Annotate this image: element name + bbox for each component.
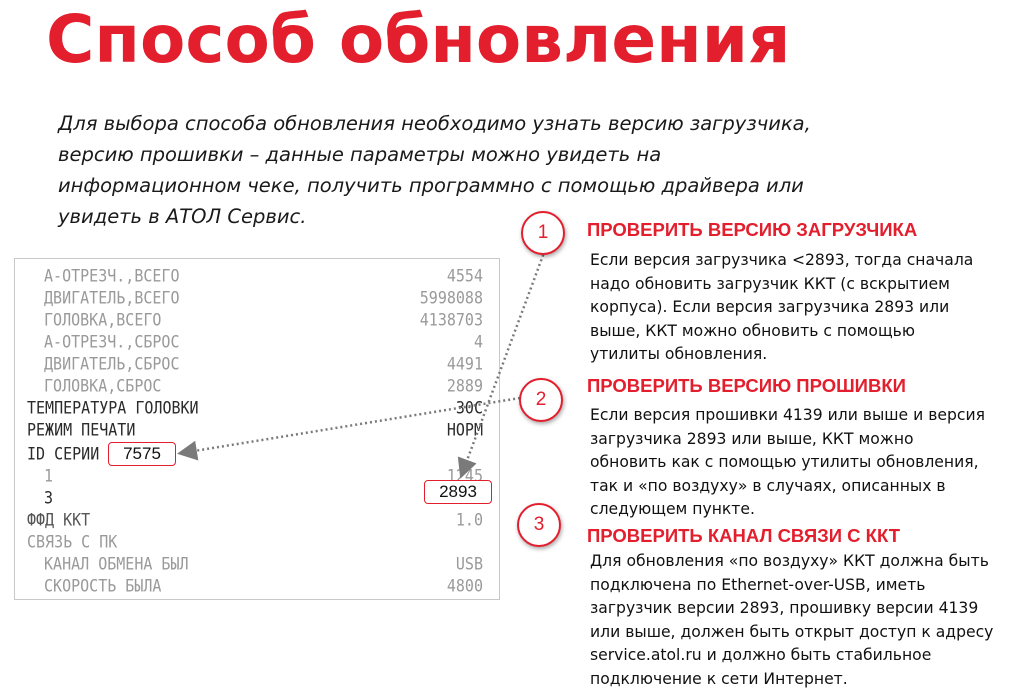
receipt-row-label: ТЕМПЕРАТУРА ГОЛОВКИ: [27, 397, 199, 419]
intro-line: информационном чеке, получить программно…: [58, 174, 804, 197]
receipt-row: ID СЕРИИ: [15, 442, 499, 467]
receipt-row: ГОЛОВКА,СБРОС 2889: [15, 374, 499, 399]
section-2-body: Если версия прошивки 4139 или выше и вер…: [590, 404, 985, 522]
step-1-badge: 1: [521, 211, 565, 255]
receipt-row-value: 5998088: [419, 287, 483, 309]
receipt-row-value: 30С: [455, 397, 483, 419]
section-line: или выше, должен быть открыт доступ к ад…: [590, 622, 994, 641]
step-3-badge: 3: [517, 503, 561, 547]
section-line: следующем пункте.: [590, 500, 755, 518]
section-line: подключение к сети Интернет.: [590, 669, 848, 688]
receipt-row-label: ГОЛОВКА,ВСЕГО: [35, 309, 162, 331]
receipt-row-value: 1.0: [455, 509, 483, 531]
receipt-row: СКОРОСТЬ БЫЛА 4800: [15, 574, 499, 599]
receipt-row-value: 4138703: [419, 309, 483, 331]
receipt-row: ГОЛОВКА,ВСЕГО 4138703: [15, 308, 499, 333]
section-1-title: ПРОВЕРИТЬ ВЕРСИЮ ЗАГРУЗЧИКА: [587, 219, 918, 240]
series-id-highlight: 7575: [108, 442, 176, 466]
receipt-row-label: 3: [35, 487, 54, 509]
step-2-badge: 2: [519, 378, 563, 422]
section-line: утилиты обновления.: [590, 345, 768, 363]
page-title: Способ обновления: [46, 1, 791, 78]
receipt-row-label: ФФД ККТ: [27, 509, 91, 531]
receipt-row: А-ОТРЕЗЧ.,СБРОС 4: [15, 330, 499, 355]
receipt-row-value: 2889: [446, 375, 483, 397]
receipt-row-label: СКОРОСТЬ БЫЛА: [35, 575, 162, 597]
receipt-row-label: РЕЖИМ ПЕЧАТИ: [27, 419, 136, 441]
bootloader-version-highlight: 2893: [424, 480, 492, 504]
info-receipt: А-ОТРЕЗЧ.,ВСЕГО 4554 ДВИГАТЕЛЬ,ВСЕГО 599…: [14, 258, 500, 600]
receipt-row-label: СВЯЗЬ С ПК: [27, 531, 118, 553]
receipt-row-label: А-ОТРЕЗЧ.,ВСЕГО: [35, 265, 180, 287]
receipt-row-label: ДВИГАТЕЛЬ,ВСЕГО: [35, 287, 180, 309]
receipt-row: А-ОТРЕЗЧ.,ВСЕГО 4554: [15, 264, 499, 289]
section-line: Для обновления «по воздуху» ККТ должна б…: [590, 552, 989, 570]
receipt-row: 3: [15, 486, 499, 511]
section-2-title: ПРОВЕРИТЬ ВЕРСИЮ ПРОШИВКИ: [587, 375, 906, 396]
section-3-body: Для обновления «по воздуху» ККТ должна б…: [590, 550, 993, 691]
section-line: загрузчик версии 2893, прошивку версии 4…: [590, 599, 979, 617]
receipt-row: ФФД ККТ 1.0: [15, 508, 499, 533]
section-line: service.atol.ru и должно быть стабильное: [590, 646, 932, 664]
receipt-row-value: НОРМ: [446, 419, 483, 441]
section-3-title: ПРОВЕРИТЬ КАНАЛ СВЯЗИ С ККТ: [587, 525, 901, 546]
section-line: загрузчика 2893 или выше, ККТ можно: [590, 429, 914, 448]
intro-paragraph: Для выбора способа обновления необходимо…: [58, 108, 918, 232]
section-line: обновить как с помощью утилиты обновлени…: [590, 453, 979, 471]
receipt-row-label: 1: [35, 465, 54, 487]
receipt-row: ДВИГАТЕЛЬ,ВСЕГО 5998088: [15, 286, 499, 311]
section-line: выше, ККТ можно обновить с помощью: [590, 321, 915, 340]
receipt-row-label: ДВИГАТЕЛЬ,СБРОС: [35, 353, 180, 375]
receipt-row-value: 4554: [446, 265, 483, 287]
arrow-section1-to-version: [457, 249, 547, 479]
section-line: Если версия прошивки 4139 или выше и вер…: [590, 406, 985, 424]
intro-line: Для выбора способа обновления необходимо…: [58, 112, 811, 135]
arrow-section2-to-id: [177, 396, 521, 461]
receipt-row-value: 4: [473, 331, 483, 353]
receipt-row-label: ID СЕРИИ: [27, 443, 100, 465]
section-line: Если версия загрузчика <2893, тогда снач…: [590, 251, 974, 269]
receipt-row-value: 4800: [446, 575, 483, 597]
receipt-row: СВЯЗЬ С ПК: [15, 530, 499, 555]
section-line: корпуса). Если версия загрузчика 2893 ил…: [590, 298, 950, 316]
receipt-row: ДВИГАТЕЛЬ,СБРОС 4491: [15, 352, 499, 377]
section-line: подключена по Ethernet-over-USB, иметь: [590, 575, 926, 594]
receipt-row-value: USB: [455, 553, 483, 575]
receipt-row-value: 4491: [446, 353, 483, 375]
section-line: надо обновить загрузчик ККТ (с вскрытием: [590, 274, 950, 293]
intro-line: увидеть в АТОЛ Сервис.: [58, 205, 307, 228]
receipt-row: РЕЖИМ ПЕЧАТИ НОРМ: [15, 418, 499, 443]
receipt-row-label: ГОЛОВКА,СБРОС: [35, 375, 162, 397]
receipt-row: ТЕМПЕРАТУРА ГОЛОВКИ 30С: [15, 396, 499, 421]
section-1-body: Если версия загрузчика <2893, тогда снач…: [590, 249, 973, 367]
receipt-row-label: КАНАЛ ОБМЕНА БЫЛ: [35, 553, 189, 575]
intro-line: версию прошивки – данные параметры можно…: [58, 143, 662, 166]
receipt-row-label: А-ОТРЕЗЧ.,СБРОС: [35, 331, 180, 353]
receipt-row: КАНАЛ ОБМЕНА БЫЛ USB: [15, 552, 499, 577]
section-line: так и «по воздуху» в случаях, описанных …: [590, 476, 946, 495]
